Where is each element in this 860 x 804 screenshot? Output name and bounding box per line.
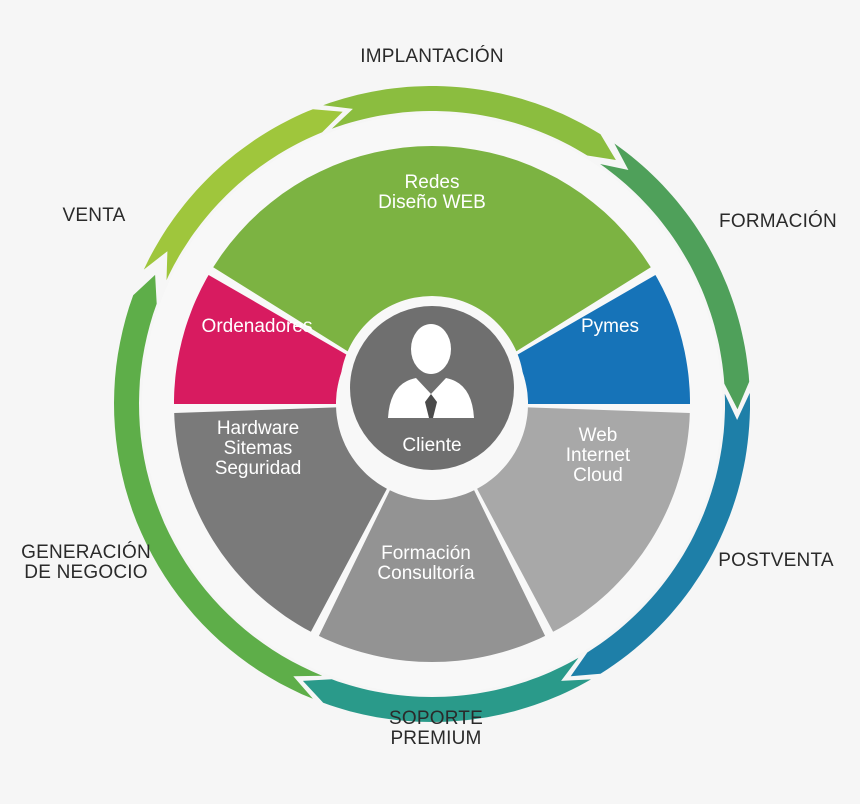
segment-hardware [174, 407, 387, 632]
segment-label-redes: Diseño WEB [378, 192, 486, 213]
outer-labels: IMPLANTACIÓN FORMACIÓN POSTVENTA SOPORTEPRE… [21, 45, 837, 749]
segment-label-web: Web [579, 425, 618, 446]
segment-ordenadores [174, 275, 349, 404]
segment-label-ordenadores: Ordenadores [202, 316, 313, 337]
center-label: Cliente [402, 435, 461, 456]
ring-arrow-2 [323, 86, 616, 160]
ring-arrow-3 [600, 143, 750, 410]
segment-label-formacion-consultoria: Formación [381, 543, 471, 564]
segment-web [477, 407, 690, 632]
stage-label-venta: VENTA [63, 205, 126, 226]
ring-arrow-5 [302, 657, 591, 722]
segment-label-hardware: Hardware [217, 418, 299, 439]
stage-label-generacion: GENERACIÓN [21, 541, 151, 563]
stage-label-implantacion: IMPLANTACIÓN [360, 45, 504, 67]
ring-arrow-1 [143, 109, 343, 281]
cycle-ring [114, 86, 750, 722]
stage-label-formacion: FORMACIÓN [719, 210, 837, 232]
segment-label-web: Internet [566, 445, 631, 466]
center-circle [350, 306, 514, 470]
segment-label-web: Cloud [573, 465, 623, 486]
segment-label-formacion-consultoria: Consultoría [377, 563, 475, 584]
segment-pymes [515, 275, 690, 404]
ring-arrow-6 [114, 274, 323, 699]
stage-label-generacion: DE NEGOCIO [24, 562, 147, 583]
segment-label-redes: Redes [405, 172, 460, 193]
stage-label-soporte: SOPORTE [389, 708, 483, 729]
segment-formacion-consultoria [318, 490, 546, 662]
stage-label-postventa: POSTVENTA [718, 550, 834, 571]
segment-redes [213, 146, 651, 354]
segment-label-pymes: Pymes [581, 316, 639, 337]
segment-label-hardware: Sitemas [224, 438, 293, 459]
segment-label-hardware: Seguridad [215, 458, 302, 479]
stage-label-soporte: PREMIUM [390, 728, 481, 749]
ring-arrow-4 [570, 392, 750, 677]
person-icon [388, 324, 474, 418]
